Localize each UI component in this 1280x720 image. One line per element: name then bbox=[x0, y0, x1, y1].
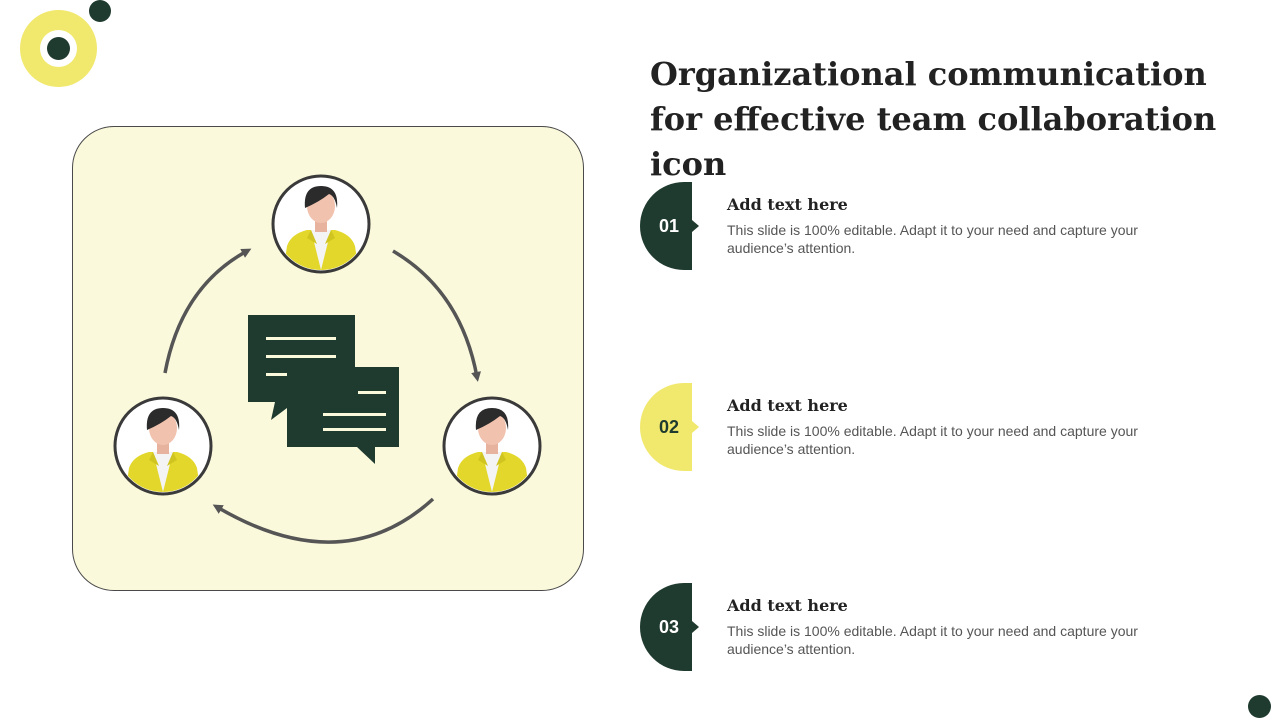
list-item: 03 Add text here This slide is 100% edit… bbox=[640, 583, 1240, 673]
item-heading: Add text here bbox=[727, 596, 848, 615]
item-body: This slide is 100% editable. Adapt it to… bbox=[727, 222, 1138, 256]
person-icon bbox=[273, 176, 369, 274]
item-body: This slide is 100% editable. Adapt it to… bbox=[727, 423, 1138, 457]
item-heading: Add text here bbox=[727, 195, 848, 214]
cycle-arrows-icon bbox=[163, 248, 481, 544]
team-communication-illustration bbox=[73, 127, 585, 544]
number-badge: 01 bbox=[640, 182, 699, 270]
list-item: 02 Add text here This slide is 100% edit… bbox=[640, 383, 1240, 473]
chat-bubbles-icon bbox=[248, 315, 399, 464]
person-icon bbox=[115, 398, 211, 496]
decorative-ring-icon bbox=[20, 10, 97, 87]
number-badge: 02 bbox=[640, 383, 699, 471]
list-item: 01 Add text here This slide is 100% edit… bbox=[640, 182, 1240, 272]
decorative-dot-icon bbox=[1248, 695, 1271, 718]
illustration-panel bbox=[72, 126, 584, 591]
page-title: Organizational communication for effecti… bbox=[650, 55, 1217, 183]
number-badge: 03 bbox=[640, 583, 699, 671]
person-icon bbox=[444, 398, 540, 496]
item-heading: Add text here bbox=[727, 396, 848, 415]
decorative-dot-icon bbox=[89, 0, 111, 22]
item-body: This slide is 100% editable. Adapt it to… bbox=[727, 623, 1138, 657]
